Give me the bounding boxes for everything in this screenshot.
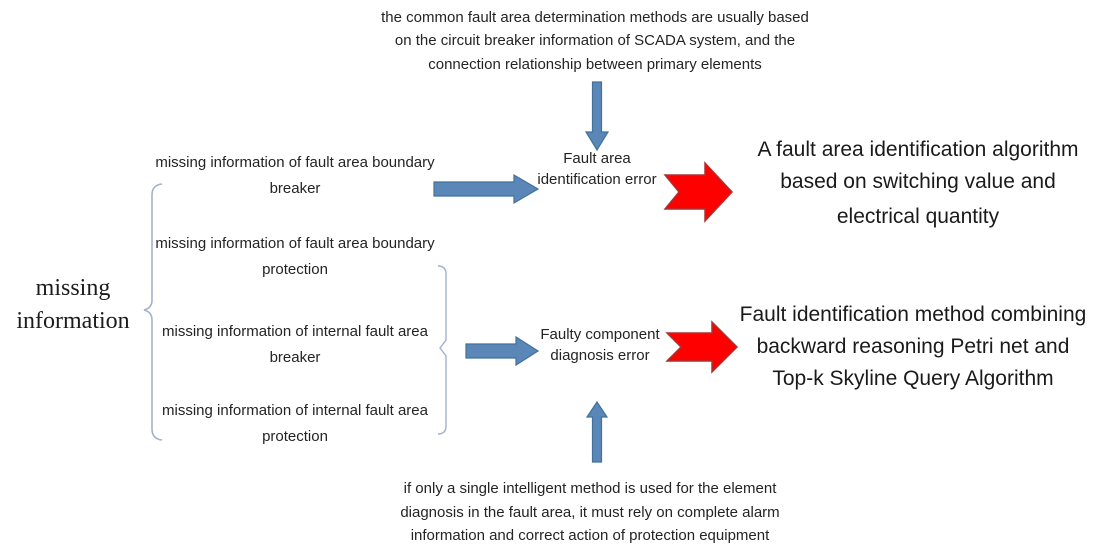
error-line: identification error [537, 171, 657, 188]
item-line: missing information of internal fault ar… [162, 402, 428, 419]
top-note: the common fault area determination meth… [310, 6, 880, 76]
top-note-line: connection relationship between primary … [428, 56, 762, 73]
bottom-note-line: if only a single intelligent method is u… [403, 480, 777, 497]
outcome-line: electrical quantity [836, 205, 1000, 228]
item-line: protection [262, 428, 328, 445]
item-line: protection [262, 261, 328, 278]
error-line: diagnosis error [550, 347, 650, 364]
item-line: breaker [269, 180, 321, 197]
missing-item-4: missing information of internal fault ar… [150, 398, 440, 450]
up-arrow-icon [585, 400, 609, 463]
red-right-arrow-1-icon [663, 161, 734, 223]
bottom-note-line: information and correct action of protec… [410, 527, 770, 544]
outcome-line: Top-k Skyline Query Algorithm [772, 367, 1054, 390]
outcome-2-label: Fault identification method combining ba… [733, 299, 1093, 395]
right-arrow-2-icon [465, 335, 540, 367]
missing-item-1: missing information of fault area bounda… [150, 150, 440, 202]
down-arrow-icon [584, 81, 610, 152]
right-arrow-1-icon [433, 173, 540, 205]
error-line: Faulty component [540, 326, 660, 343]
faulty-component-error-label: Faulty component diagnosis error [520, 324, 680, 366]
item-line: breaker [269, 349, 321, 366]
red-right-arrow-2-icon [665, 320, 739, 374]
item-line: missing information of fault area bounda… [155, 154, 435, 171]
outcome-line: A fault area identification algorithm [757, 138, 1079, 161]
outcome-line: based on switching value and [780, 170, 1056, 193]
missing-item-2: missing information of fault area bounda… [150, 231, 440, 283]
item-line: missing information of fault area bounda… [155, 235, 435, 252]
missing-information-label: missing information [8, 272, 138, 338]
missing-item-3: missing information of internal fault ar… [150, 319, 440, 371]
label-line: missing [35, 275, 111, 301]
fault-area-error-label: Fault area identification error [517, 148, 677, 190]
top-note-line: the common fault area determination meth… [381, 9, 809, 26]
right-brace-icon [437, 265, 447, 435]
label-line: information [16, 308, 130, 334]
outcome-line: backward reasoning Petri net and [756, 335, 1070, 358]
item-line: missing information of internal fault ar… [162, 323, 428, 340]
error-line: Fault area [563, 150, 631, 167]
outcome-1-label: A fault area identification algorithm ba… [738, 134, 1098, 233]
bottom-note-line: diagnosis in the fault area, it must rel… [400, 503, 780, 521]
top-note-line: on the circuit breaker information of SC… [394, 32, 796, 49]
bottom-note: if only a single intelligent method is u… [330, 477, 850, 548]
left-brace-icon [143, 183, 163, 441]
outcome-line: Fault identification method combining [739, 303, 1087, 326]
